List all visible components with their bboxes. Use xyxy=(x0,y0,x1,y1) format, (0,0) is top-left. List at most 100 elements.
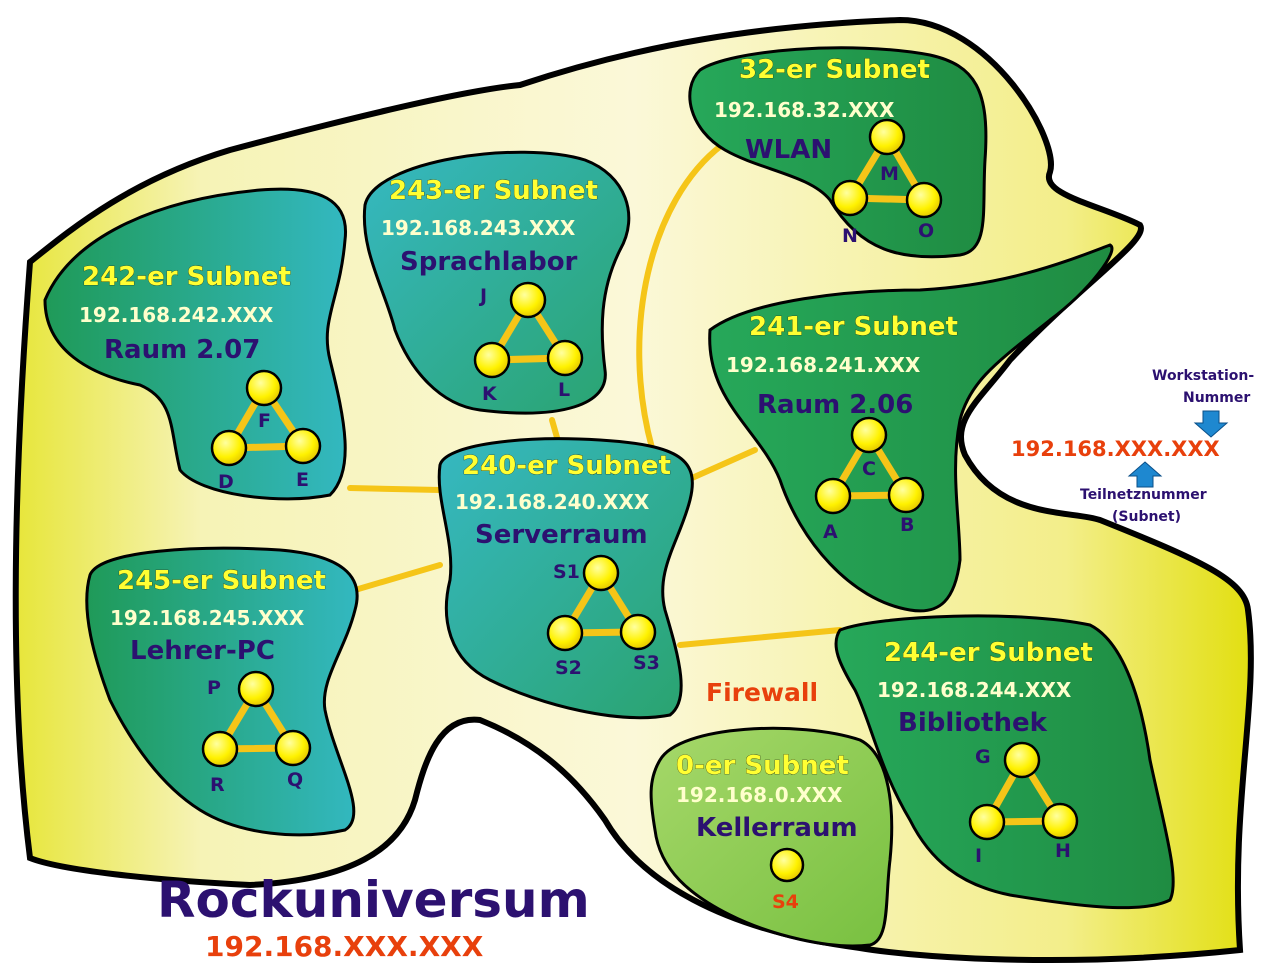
workstation-label: H xyxy=(1055,840,1071,862)
subnet-title: 244-er Subnet xyxy=(884,638,1093,668)
workstation-node-S3[interactable] xyxy=(619,613,657,651)
subnet-242: 242-er Subnet 192.168.242.XXX Raum 2.07F D E xyxy=(79,262,322,493)
subnet-room: Serverraum xyxy=(475,520,648,550)
workstation-label: S1 xyxy=(553,561,580,583)
workstation-label: G xyxy=(975,746,991,768)
workstation-node-I[interactable] xyxy=(968,803,1006,841)
subnet-ip: 192.168.244.XXX xyxy=(877,678,1072,702)
workstation-node-Q[interactable] xyxy=(274,729,312,767)
subnet-link-triangle xyxy=(846,133,928,204)
subnet-ip: 192.168.245.XXX xyxy=(110,606,305,630)
subnet-room: Raum 2.06 xyxy=(757,390,913,420)
workstation-label: J xyxy=(478,285,487,307)
workstation-node-M[interactable] xyxy=(868,118,906,156)
arrow-up-icon xyxy=(1127,461,1163,488)
workstation-node-B[interactable] xyxy=(887,476,925,514)
workstation-label: B xyxy=(900,514,914,536)
subnet-243: 243-er Subnet192.168.243.XXXSprachlaborJ… xyxy=(381,176,598,405)
workstation-label: F xyxy=(258,410,271,432)
workstation-node-N[interactable] xyxy=(831,179,869,217)
workstation-label: D xyxy=(218,471,234,493)
link-241-240 xyxy=(689,447,758,481)
subnet-ip: 192.168.32.XXX xyxy=(714,98,895,122)
legend-subnet-label-1: Teilnetznummer xyxy=(1080,487,1207,503)
subnet-link-triangle xyxy=(225,384,307,452)
workstation-node-O[interactable] xyxy=(905,181,943,219)
subnet-ip: 192.168.241.XXX xyxy=(726,353,921,377)
subnet-area-241 xyxy=(708,243,1114,613)
arrow-down-icon xyxy=(1193,410,1229,438)
workstation-node-A[interactable] xyxy=(814,477,852,515)
workstation-node-S2[interactable] xyxy=(546,614,584,652)
workstation-node-R[interactable] xyxy=(201,730,239,768)
subnet-link-triangle xyxy=(983,756,1064,826)
subnet-link-triangle xyxy=(561,569,642,637)
workstation-label: P xyxy=(207,677,221,699)
firewall-label: Firewall xyxy=(706,678,818,707)
workstation-node-K[interactable] xyxy=(473,341,511,379)
subnet-title: 240-er Subnet xyxy=(462,451,671,481)
workstation-label: L xyxy=(558,379,570,401)
workstation-node-E[interactable] xyxy=(284,427,322,465)
subnet-title: 241-er Subnet xyxy=(749,312,958,342)
subnet-title: 0-er Subnet xyxy=(676,751,849,781)
subnet-title: 32-er Subnet xyxy=(739,55,930,85)
workstation-label: K xyxy=(482,383,498,405)
workstation-node-J[interactable] xyxy=(509,281,547,319)
workstation-node-D[interactable] xyxy=(210,429,248,467)
workstation-node-F[interactable] xyxy=(245,369,283,407)
subnet-ip: 192.168.242.XXX xyxy=(79,303,274,327)
workstation-node-S1[interactable] xyxy=(582,554,620,592)
workstation-label: R xyxy=(210,774,225,796)
subnet-ip: 192.168.0.XXX xyxy=(676,783,843,807)
workstation-label: S3 xyxy=(633,652,660,674)
workstation-label: O xyxy=(918,220,934,242)
workstation-label: I xyxy=(975,845,982,867)
workstation-label: A xyxy=(823,521,838,543)
subnet-241: 241-er Subnet 192.168.241.XXX Raum 2.06C A B xyxy=(726,312,958,543)
workstation-node-P[interactable] xyxy=(237,670,275,708)
workstation-label: Q xyxy=(287,769,303,791)
legend-address: 192.168.XXX.XXX xyxy=(1011,437,1220,461)
address-legend: Workstation- Nummer 192.168.XXX.XXX Teil… xyxy=(1011,368,1254,525)
subnet-room: Raum 2.07 xyxy=(104,335,260,365)
legend-subnet-label-2: (Subnet) xyxy=(1112,509,1181,525)
subnet-title: 242-er Subnet xyxy=(82,262,291,292)
link-245-240 xyxy=(352,562,443,593)
link-244-240 xyxy=(677,627,843,648)
subnet-title: 245-er Subnet xyxy=(117,566,326,596)
subnet-room: Lehrer-PC xyxy=(130,636,275,666)
subnet-link-triangle xyxy=(216,685,297,753)
workstation-node-H[interactable] xyxy=(1041,802,1079,840)
workstation-node-G[interactable] xyxy=(1003,741,1041,779)
subnet-link-triangle xyxy=(488,296,569,364)
subnet-room: Bibliothek xyxy=(898,708,1048,738)
link-242-240 xyxy=(347,485,443,493)
subnet-room: Sprachlabor xyxy=(400,247,578,277)
workstation-label: S2 xyxy=(555,657,582,679)
workstation-label: C xyxy=(862,458,876,480)
subnet-room: WLAN xyxy=(745,135,832,165)
legend-workstation-label-2: Nummer xyxy=(1183,390,1250,406)
subnet-title: 243-er Subnet xyxy=(389,176,598,206)
subnet-ip: 192.168.240.XXX xyxy=(455,490,650,514)
workstation-node-C[interactable] xyxy=(850,416,888,454)
subnet-240: 240-er Subnet 192.168.240.XXX ServerraumS1… xyxy=(455,451,671,679)
legend-workstation-label-1: Workstation- xyxy=(1152,368,1254,384)
subnet-layer: 242-er Subnet 192.168.242.XXX Raum 2.07F D E… xyxy=(79,55,1093,913)
workstation-label: N xyxy=(842,225,858,247)
subnet-link-triangle xyxy=(829,431,910,500)
workstation-node-L[interactable] xyxy=(546,339,584,377)
subnet-area-0 xyxy=(649,726,894,948)
subnet-room: Kellerraum xyxy=(696,813,858,843)
workstation-label: E xyxy=(296,469,309,491)
link-32-240 xyxy=(636,142,725,451)
workstation-node-S4[interactable] xyxy=(769,847,805,883)
campus-name: Rockuniversum xyxy=(157,871,590,929)
workstation-label: M xyxy=(880,163,899,185)
subnet-245: 245-er Subnet 192.168.245.XXX Lehrer-PC P R Q xyxy=(110,566,326,796)
campus-address: 192.168.XXX.XXX xyxy=(205,930,484,963)
workstation-label: S4 xyxy=(772,891,799,913)
